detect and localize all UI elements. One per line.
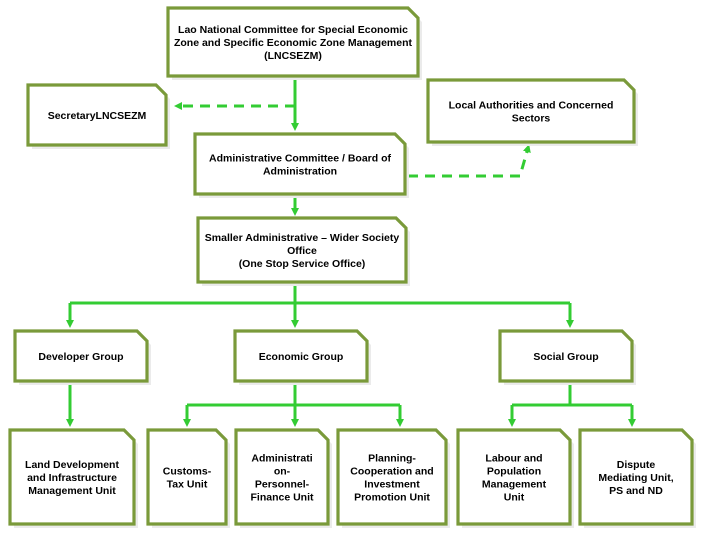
box-outline	[578, 428, 694, 526]
box-outline	[146, 428, 228, 526]
node-label-line: Population	[487, 466, 541, 478]
box-outline	[456, 428, 572, 526]
node-customs-tax-unit: Customs-Tax Unit	[146, 428, 230, 528]
box-outline	[336, 428, 448, 526]
node-admin-committee: Administrative Committee / Board ofAdmin…	[193, 132, 409, 198]
node-planning-cooperation-unit: Planning-Cooperation andInvestmentPromot…	[336, 428, 450, 528]
node-label-line: Promotion Unit	[354, 492, 430, 504]
node-economic-group: Economic Group	[233, 329, 371, 385]
node-label-line: Mediating Unit,	[598, 472, 673, 484]
box-outline	[26, 83, 168, 147]
box-outline	[233, 329, 369, 383]
box-outline	[166, 6, 420, 78]
node-label-line: PS and ND	[609, 485, 663, 497]
connector-dashed-to-local-authorities	[408, 144, 531, 178]
box-outline	[426, 78, 636, 144]
node-label-line: Administration	[263, 166, 337, 178]
node-label-line: Administrati	[251, 453, 312, 465]
node-label-line: and Infrastructure	[27, 472, 117, 484]
node-label-line: Management	[482, 479, 547, 491]
box-outline	[234, 428, 330, 526]
node-one-stop-service-office: Smaller Administrative – Wider SocietyOf…	[196, 216, 410, 286]
node-secretary: SecretaryLNCSEZM	[26, 83, 170, 149]
node-label-line: Dispute	[617, 459, 656, 471]
nodes: Lao National Committee for Special Econo…	[8, 6, 696, 528]
node-label-line: SecretaryLNCSEZM	[48, 110, 147, 122]
node-label-line: Land Development	[25, 459, 119, 471]
node-label-line: Unit	[504, 492, 525, 504]
connectors	[66, 80, 636, 427]
node-label-line: Planning-	[368, 453, 416, 465]
node-label-line: Economic Group	[259, 351, 344, 363]
node-label-line: Administrative Committee / Board of	[209, 153, 392, 165]
node-label-line: Cooperation and	[350, 466, 433, 478]
node-lncsezm: Lao National Committee for Special Econo…	[166, 6, 422, 80]
node-label-line: Customs-	[163, 466, 212, 478]
node-developer-group: Developer Group	[13, 329, 151, 385]
box-outline	[498, 329, 634, 383]
node-label-line: Smaller Administrative – Wider Society	[205, 232, 400, 244]
box-outline	[8, 428, 136, 526]
node-label-line: Finance Unit	[250, 492, 314, 504]
node-label-line: Developer Group	[38, 351, 123, 363]
box-outline	[193, 132, 407, 196]
node-label-line: Social Group	[533, 351, 598, 363]
node-label-line: Personnel-	[255, 479, 310, 491]
node-label-line: Local Authorities and Concerned	[449, 100, 614, 112]
box-outline	[196, 216, 408, 284]
node-social-group: Social Group	[498, 329, 636, 385]
node-label-line: (LNCSEZM)	[264, 50, 322, 62]
node-label-line: (One Stop Service Office)	[239, 258, 366, 270]
node-label-line: on-	[274, 466, 291, 478]
node-label-line: Lao National Committee for Special Econo…	[178, 24, 408, 36]
node-label-line: Zone and Specific Economic Zone Manageme…	[174, 37, 413, 49]
node-admin-personnel-finance-unit: Administration-Personnel-Finance Unit	[234, 428, 332, 528]
node-label-line: Tax Unit	[167, 479, 208, 491]
node-label-line: Sectors	[512, 113, 551, 125]
box-outline	[13, 329, 149, 383]
node-label-line: Labour and	[485, 453, 542, 465]
node-label-line: Management Unit	[28, 485, 116, 497]
node-label-line: Office	[287, 245, 317, 257]
node-label-line: Investment	[364, 479, 420, 491]
